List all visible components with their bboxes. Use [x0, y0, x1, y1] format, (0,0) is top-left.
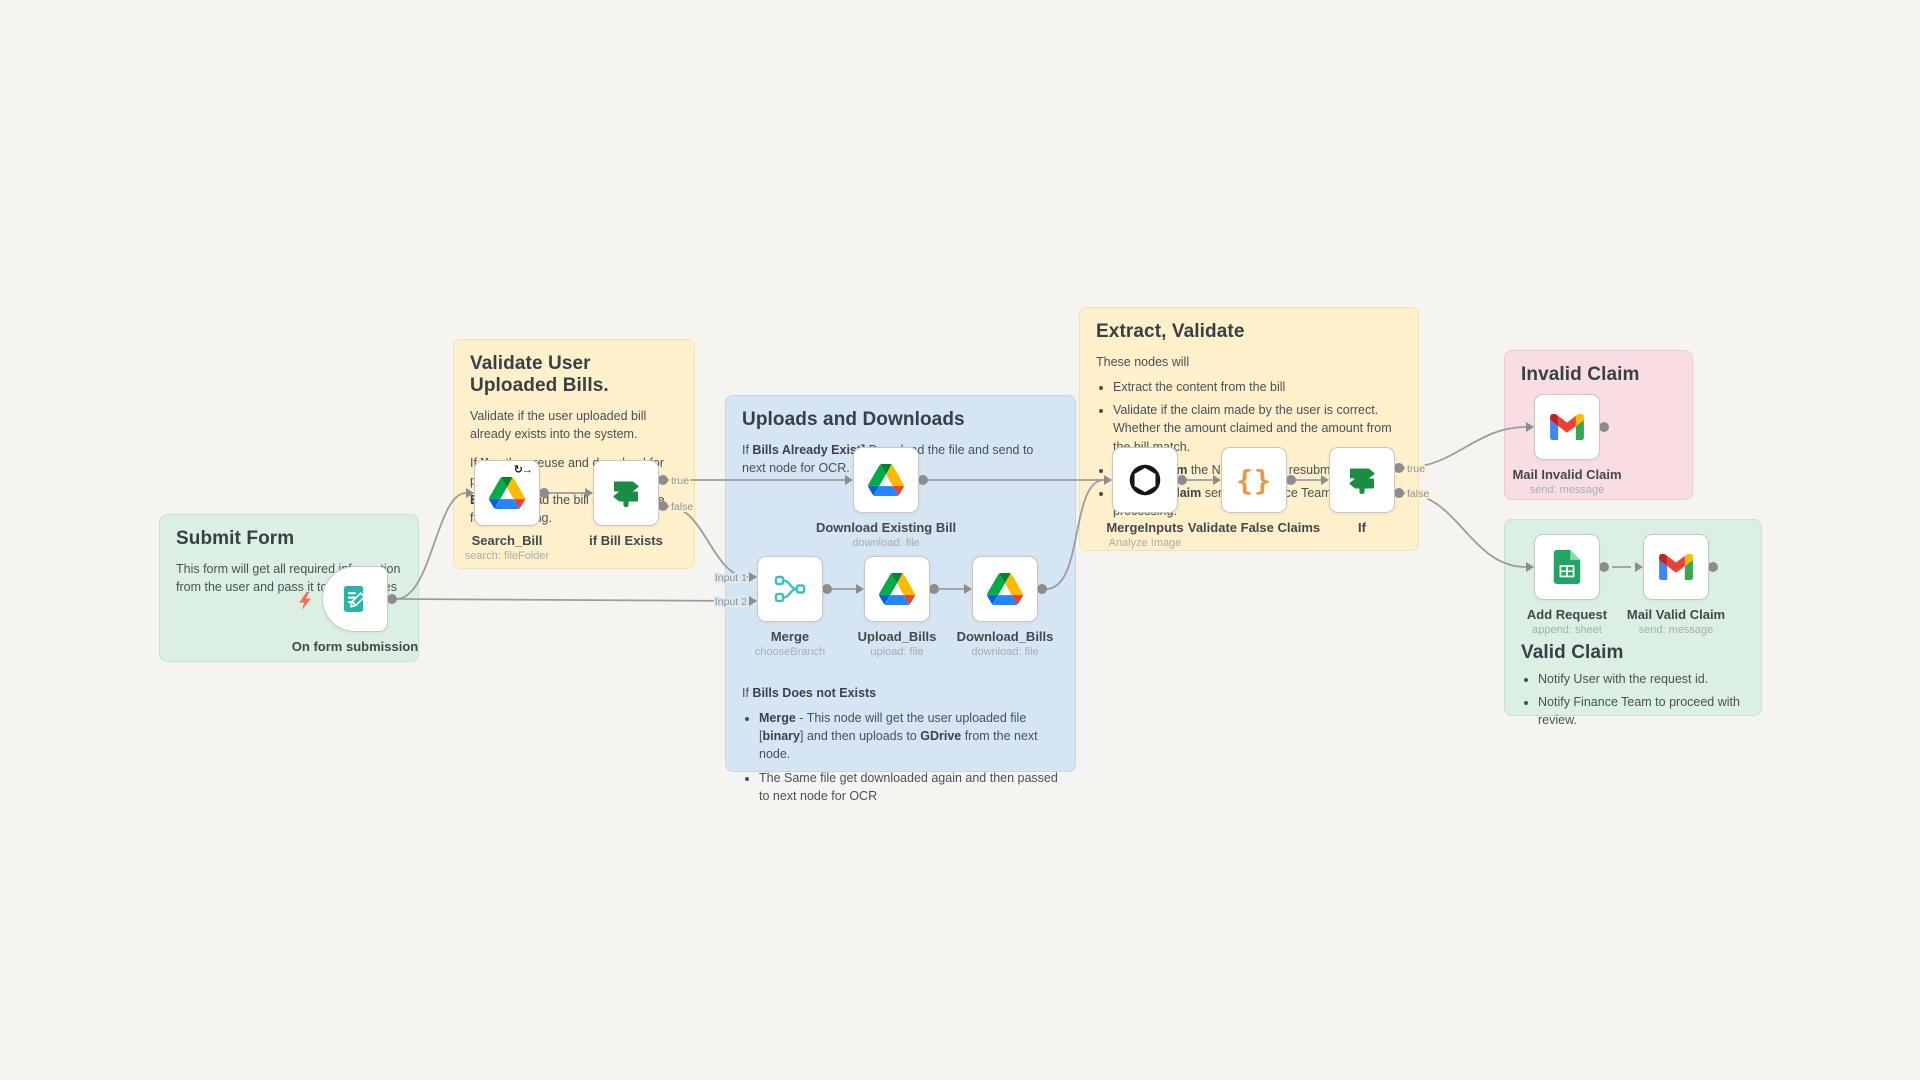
- sticky-title: Submit Form: [176, 528, 295, 549]
- node-label: Mail Valid Claim: [1626, 607, 1726, 622]
- node-box[interactable]: [1534, 534, 1600, 600]
- node-label: MergeInputs: [1106, 520, 1184, 535]
- node-search-bill[interactable]: ↻→ Search_Bill search: fileFolder: [465, 460, 549, 562]
- google-drive-icon: [879, 573, 915, 605]
- node-subtitle: upload: file: [870, 646, 924, 658]
- node-if[interactable]: If: [1329, 447, 1395, 535]
- sticky-title: Valid Claim: [1521, 642, 1624, 663]
- sticky-bullet-list: Merge - This node will get the user uplo…: [742, 709, 1063, 805]
- google-drive-icon: [987, 573, 1023, 605]
- trigger-bolt-icon: [299, 592, 311, 610]
- bullet-item: Notify User with the request id.: [1538, 670, 1749, 688]
- sticky-title: Invalid Claim: [1521, 364, 1640, 385]
- node-box[interactable]: [972, 556, 1038, 622]
- port-label-false: false: [671, 501, 693, 513]
- gmail-icon: [1659, 554, 1693, 580]
- google-drive-icon: [868, 464, 904, 496]
- if-signpost-icon: [1349, 468, 1375, 494]
- node-mail-invalid-claim[interactable]: Mail Invalid Claim send: message: [1512, 394, 1622, 496]
- node-subtitle: send: message: [1529, 484, 1605, 496]
- port-label-input1: Input 1: [715, 572, 747, 584]
- openai-icon: [1129, 464, 1161, 496]
- sticky-paragraph: These nodes will: [1096, 355, 1190, 369]
- sticky-bottom-block: If Bills Does not Exists Merge - This no…: [742, 684, 1063, 810]
- node-subtitle: Analyze Image: [1108, 537, 1182, 549]
- node-box[interactable]: [1643, 534, 1709, 600]
- execute-once-icon: ↻→: [513, 464, 533, 476]
- node-subtitle: download: file: [971, 646, 1039, 658]
- sticky-subheading: If Bills Does not Exists: [742, 686, 877, 700]
- node-subtitle: search: fileFolder: [464, 550, 550, 562]
- node-label: If: [1358, 520, 1366, 535]
- google-sheets-icon: [1553, 550, 1581, 584]
- node-download-bills[interactable]: Download_Bills download: file: [957, 556, 1053, 658]
- port-label-false: false: [1407, 488, 1429, 500]
- node-label: Upload_Bills: [857, 629, 937, 644]
- node-box[interactable]: [1329, 447, 1395, 513]
- port-labels: true false true false Input 1 Input 2: [669, 461, 1431, 610]
- node-label: Merge: [770, 629, 810, 644]
- sticky-caption-block: Valid Claim Notify User with the request…: [1521, 642, 1749, 734]
- form-icon: [344, 586, 366, 612]
- sticky-title: Uploads and Downloads: [742, 409, 965, 430]
- google-drive-icon: [489, 477, 525, 509]
- sticky-paragraph: Validate if the user uploaded bill alrea…: [470, 409, 647, 442]
- node-subtitle: append: sheet: [1532, 624, 1602, 636]
- node-box[interactable]: {}: [1221, 447, 1287, 513]
- node-download-existing-bill[interactable]: Download Existing Bill download: file: [816, 447, 956, 549]
- bullet-item: The Same file get downloaded again and t…: [759, 769, 1063, 805]
- node-merge[interactable]: Merge chooseBranch: [755, 556, 825, 658]
- port-label-input2: Input 2: [715, 596, 747, 608]
- sticky-title: Validate User Uploaded Bills.: [470, 353, 609, 396]
- node-on-form-submission[interactable]: On form submission: [292, 566, 418, 654]
- node-label: On form submission: [291, 639, 419, 654]
- node-label: if Bill Exists: [589, 533, 663, 548]
- gmail-icon: [1550, 414, 1584, 440]
- node-box[interactable]: [853, 447, 919, 513]
- node-box[interactable]: [757, 556, 823, 622]
- node-label: Download Existing Bill: [815, 520, 957, 535]
- node-box[interactable]: [1534, 394, 1600, 460]
- bullet-item: Notify Finance Team to proceed with revi…: [1538, 693, 1749, 729]
- node-label: Validate False Claims: [1187, 520, 1321, 535]
- node-label: Download_Bills: [956, 629, 1054, 644]
- bullet-item: Validate if the claim made by the user i…: [1113, 401, 1402, 455]
- node-merge-inputs[interactable]: MergeInputs Analyze Image: [1106, 447, 1184, 549]
- node-label: Mail Invalid Claim: [1512, 467, 1622, 482]
- if-signpost-icon: [613, 481, 639, 507]
- sticky-bullet-list: Notify User with the request id. Notify …: [1521, 670, 1749, 729]
- merge-icon: [774, 575, 806, 603]
- node-subtitle: chooseBranch: [754, 646, 826, 658]
- node-label: Search_Bill: [471, 533, 543, 548]
- bullet-item: Extract the content from the bill: [1113, 378, 1402, 396]
- port-label-true: true: [1407, 463, 1425, 475]
- braces-icon: {}: [1236, 463, 1272, 497]
- input-ports[interactable]: [466, 422, 1643, 606]
- node-subtitle: download: file: [852, 537, 920, 549]
- bullet-item: Merge - This node will get the user uplo…: [759, 709, 1063, 763]
- node-box[interactable]: [864, 556, 930, 622]
- node-mail-valid-claim[interactable]: Mail Valid Claim send: message: [1627, 534, 1725, 636]
- node-validate-false-claims[interactable]: {} Validate False Claims: [1188, 447, 1320, 535]
- node-box[interactable]: [593, 460, 659, 526]
- node-box[interactable]: [299, 566, 388, 632]
- node-add-request[interactable]: Add Request append: sheet: [1527, 534, 1607, 636]
- connections: [395, 426, 1631, 602]
- node-label: Add Request: [1526, 607, 1608, 622]
- node-subtitle: send: message: [1638, 624, 1714, 636]
- node-box[interactable]: [1112, 447, 1178, 513]
- sticky-title: Extract, Validate: [1096, 321, 1245, 342]
- port-label-true: true: [671, 475, 689, 487]
- node-box[interactable]: ↻→: [474, 460, 540, 526]
- node-upload-bills[interactable]: Upload_Bills upload: file: [858, 556, 936, 658]
- node-if-bill-exists[interactable]: if Bill Exists: [589, 460, 663, 548]
- output-ports[interactable]: [387, 422, 1718, 604]
